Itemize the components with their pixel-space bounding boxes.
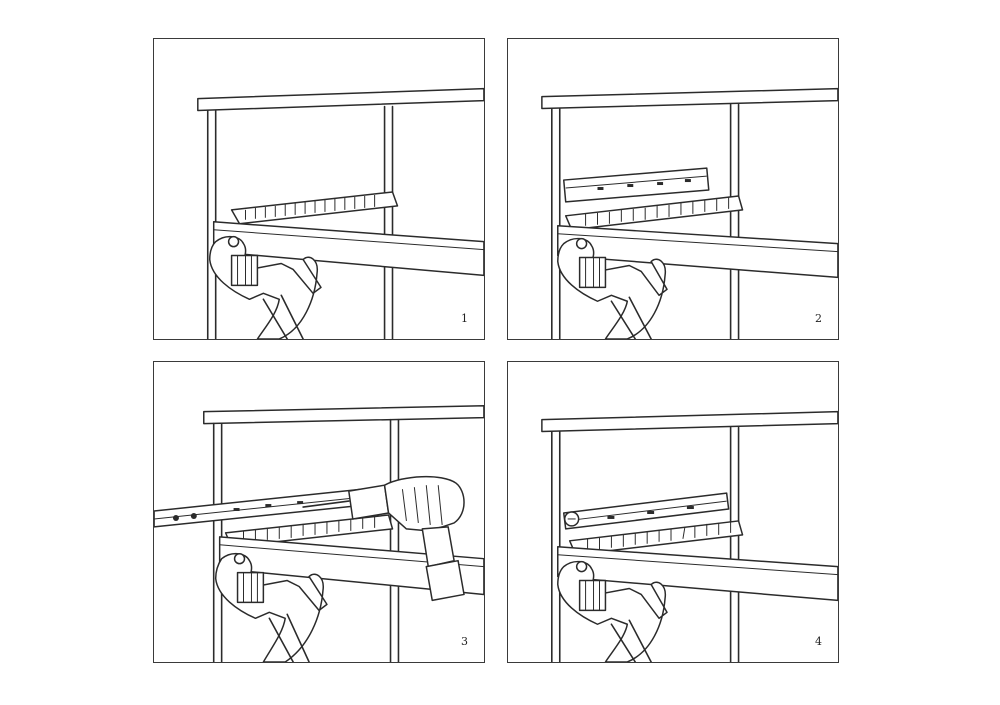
drawer-slide-icon bbox=[562, 167, 710, 203]
step-panel-4: 4 bbox=[507, 361, 839, 663]
wire-basket-icon bbox=[230, 191, 399, 225]
locking-clamp-icon bbox=[557, 237, 668, 339]
step-panel-3: 3 bbox=[153, 361, 485, 663]
locking-clamp-icon bbox=[214, 552, 328, 662]
step-number: 2 bbox=[815, 312, 822, 325]
step-2-illustration bbox=[541, 87, 838, 339]
shelf-icon bbox=[557, 546, 838, 602]
shelf-icon bbox=[212, 221, 484, 277]
locking-clamp-icon bbox=[557, 560, 668, 662]
cabinet-icon bbox=[197, 87, 484, 339]
screw-icon bbox=[563, 511, 580, 527]
drawer-slide-icon bbox=[562, 492, 730, 530]
step-3-illustration bbox=[154, 404, 484, 662]
step-4-illustration bbox=[541, 410, 838, 662]
step-number: 4 bbox=[815, 635, 822, 648]
wire-basket-icon bbox=[564, 195, 744, 231]
step-1-illustration bbox=[197, 87, 484, 339]
step-number: 1 bbox=[461, 312, 468, 325]
cordless-drill-icon bbox=[302, 475, 465, 602]
step-panel-1: 1 bbox=[153, 38, 485, 340]
cabinet-icon bbox=[203, 404, 484, 662]
cabinet-icon bbox=[541, 87, 838, 339]
step-number: 3 bbox=[461, 635, 468, 648]
locking-clamp-icon bbox=[208, 235, 322, 339]
shelf-icon bbox=[557, 225, 838, 279]
step-panel-2: 2 bbox=[507, 38, 839, 340]
drawer-slide-icon bbox=[154, 488, 366, 528]
